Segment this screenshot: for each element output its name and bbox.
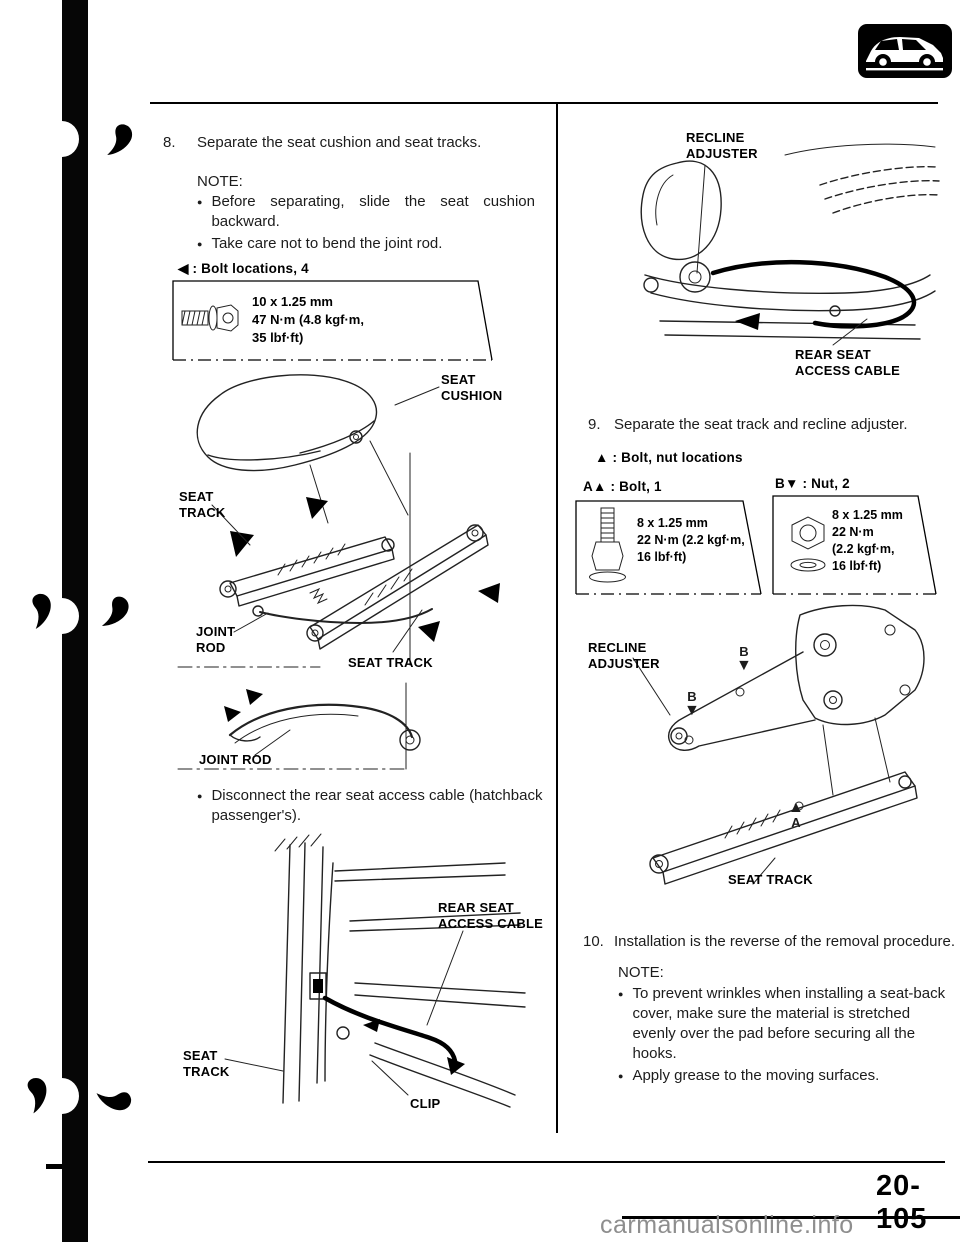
bullet-icon: ●	[197, 791, 203, 801]
step10-text: Installation is the reverse of the remov…	[614, 933, 956, 950]
page-number: 20-105	[876, 1170, 928, 1235]
punch-hole	[45, 1078, 79, 1114]
bullet-icon: ●	[618, 1071, 624, 1081]
bolt-spec-text: 8 x 1.25 mm 22 N·m (2.2 kgf·m, 16 lbf·ft…	[637, 516, 745, 564]
frame-top-line	[150, 102, 938, 104]
bolt-nut-locations-label: ▲ : Bolt, nut locations	[595, 450, 743, 465]
note-label-right: NOTE:	[618, 964, 664, 981]
step9-number: 9.	[588, 416, 601, 433]
bolt-spec-text: 10 x 1.25 mm 47 N·m (4.8 kgf·m, 35 lbf·f…	[252, 294, 364, 345]
note-item: ● Take care not to bend the joint rod.	[197, 234, 535, 254]
note-label-left: NOTE:	[197, 173, 243, 190]
note-item: ● Before separating, slide the seat cush…	[197, 192, 535, 232]
joint-rod-label-2: JOINT ROD	[199, 752, 272, 767]
footer-tick	[46, 1164, 66, 1169]
binding-mark	[107, 124, 133, 156]
bullet-icon: ●	[197, 197, 203, 207]
nut-b-label: B▼ : Nut, 2	[775, 476, 850, 491]
bolt-icon	[589, 507, 626, 583]
step9-text: Separate the seat track and recline adju…	[614, 416, 908, 433]
note-text: Take care not to bend the joint rod.	[211, 235, 443, 252]
seat-track-label-2: SEAT TRACK	[348, 655, 433, 670]
nut-icon	[790, 516, 826, 572]
watermark: carmanualsonline.info	[600, 1211, 854, 1239]
recline-adjuster-diagram	[640, 143, 940, 346]
up-triangle-icon: ▲	[788, 799, 804, 816]
step8-number: 8.	[163, 134, 176, 151]
bolt-icon	[181, 304, 239, 332]
down-triangle-icon: ▼	[684, 702, 700, 719]
binding-mark	[96, 1092, 132, 1111]
bolt-marker-a: ▲ A	[788, 799, 804, 830]
nut-spec-box-9: 8 x 1.25 mm 22 N·m (2.2 kgf·m, 16 lbf·ft…	[772, 495, 940, 596]
nut-spec-text: 8 x 1.25 mm 22 N·m (2.2 kgf·m, 16 lbf·ft…	[832, 508, 903, 573]
seat-track-diagram	[632, 604, 925, 885]
note-text: Apply grease to the moving surfaces.	[632, 1067, 880, 1084]
down-triangle-icon: ▼	[736, 657, 752, 674]
binding-mark	[32, 593, 51, 630]
note-text: To prevent wrinkles when installing a se…	[632, 985, 946, 1062]
bullet-icon: ●	[618, 989, 624, 999]
note-item: ● To prevent wrinkles when installing a …	[618, 984, 948, 1064]
disconnect-note: ● Disconnect the rear seat access cable …	[197, 786, 547, 828]
note-text: Disconnect the rear seat access cable (h…	[211, 787, 543, 824]
bolt-spec-box-8: 10 x 1.25 mm 47 N·m (4.8 kgf·m, 35 lbf·f…	[172, 280, 504, 364]
seat-track-label-4: SEAT TRACK	[728, 872, 813, 887]
bolt-spec-box-9: 8 x 1.25 mm 22 N·m (2.2 kgf·m, 16 lbf·ft…	[575, 500, 767, 596]
binding-mark	[101, 596, 129, 626]
nut-marker-b1: B ▼	[736, 644, 752, 674]
step10-number: 10.	[583, 933, 604, 950]
access-cable-diagram	[224, 833, 526, 1108]
punch-hole	[45, 121, 79, 157]
clip-label: CLIP	[410, 1096, 441, 1111]
bolt-locations-label: ◀ : Bolt locations, 4	[178, 261, 309, 276]
car-icon	[858, 24, 952, 78]
column-divider	[556, 102, 558, 1133]
note-list-left: ● Before separating, slide the seat cush…	[197, 192, 535, 256]
note-list-right: ● To prevent wrinkles when installing a …	[618, 984, 948, 1088]
note-item: ● Apply grease to the moving surfaces.	[618, 1066, 948, 1086]
seat-cushion-diagram	[177, 374, 500, 770]
footer-bottom-line	[622, 1216, 960, 1219]
nut-marker-b2: B ▼	[684, 689, 700, 719]
footer-line	[148, 1161, 945, 1163]
step8-text: Separate the seat cushion and seat track…	[197, 134, 482, 151]
bolt-a-label: A▲ : Bolt, 1	[583, 479, 662, 494]
binding-mark	[27, 1077, 47, 1114]
note-text: Before separating, slide the seat cushio…	[211, 193, 535, 230]
bullet-icon: ●	[197, 239, 203, 249]
